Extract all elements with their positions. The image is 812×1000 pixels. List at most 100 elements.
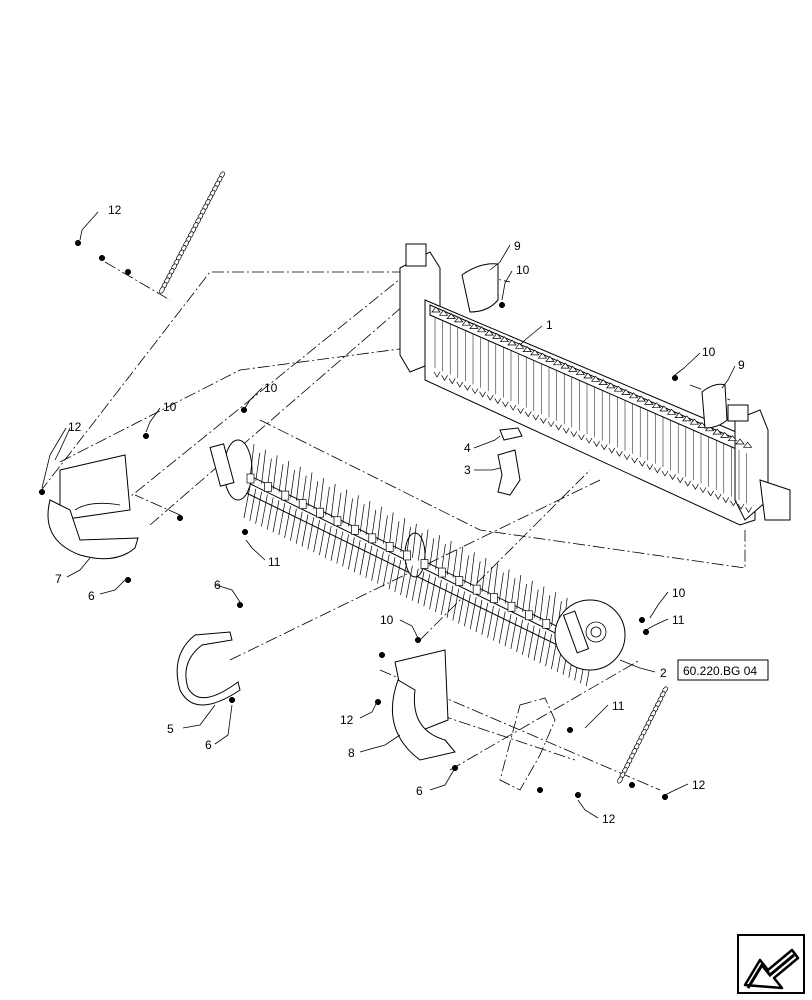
frame-tooth [727,435,738,442]
frame-tooth [598,379,608,385]
rotor-tine-lower [516,619,523,653]
frame-tooth [682,415,692,422]
next-page-arrow-icon[interactable] [737,934,805,994]
frame-tooth [583,372,593,379]
rotor-tine-lower [319,522,326,556]
rotor-tine-lower [452,588,460,621]
frame-tooth [476,326,487,333]
rotor-clamp [472,584,481,595]
callout-11-a: 11 [268,555,281,569]
frame-tooth [530,349,540,356]
rotor-tine-lower [498,611,506,644]
rotor-tine-lower [365,545,373,578]
frame-tooth-lower [471,388,479,395]
frame-tooth [697,421,707,428]
bolt [124,268,132,276]
rotor-tine-lower [487,605,494,638]
frame-tooth-lower [699,487,707,494]
bolt [38,488,46,496]
frame-tooth-lower [547,421,555,428]
frame-tooth-lower [714,493,722,500]
bolt [240,406,248,414]
rotor-tine-lower [266,497,274,530]
rotor-tine-lower [458,591,465,624]
rotor-clamp [333,516,342,527]
callout-11-b: 11 [672,613,685,627]
frame-tooth-lower [707,490,714,497]
frame-tooth-lower [631,457,638,464]
rotor-tine [325,487,330,516]
frame-tooth-lower [502,401,509,408]
frame-tooth-lower [593,441,600,447]
callout-12-d: 12 [602,812,616,826]
frame-tooth-lower [608,447,616,454]
frame-tooth [552,359,563,366]
rotor-clamp [351,524,359,535]
rotor-tine [475,561,481,590]
frame-tooth [499,336,510,343]
bolt [671,374,679,382]
frame-tooth-lower [540,418,547,424]
rotor-clamp [264,482,272,492]
rotor-tine-lower [336,531,344,564]
callout-8: 8 [348,746,355,760]
rotor-tine-lower [527,625,535,658]
bolt [241,528,249,536]
guard-plate-upper [461,263,499,313]
bolt [378,651,386,659]
rotor-tine [539,586,545,621]
rotor-tine [290,469,295,498]
rotor-tine [504,569,510,604]
rotor-clamp [403,550,411,561]
rotor-tine-lower [278,503,286,536]
callout-6-c: 6 [205,738,212,752]
rotor-clamp [246,473,255,484]
rotor-tine-lower [249,488,257,521]
frame-tooth-lower [676,477,684,484]
frame-tooth-lower [722,497,730,504]
frame-tooth [712,428,722,435]
frame-tooth [689,418,700,425]
callout-10-f: 10 [380,613,394,627]
rotor-tine [278,464,284,493]
bolt [228,696,236,704]
rotor-tine-lower [348,537,355,570]
callout-12-a: 12 [108,203,122,217]
bolt [176,514,184,522]
rotor-tine-lower [545,634,552,667]
rotor-tine-lower [301,514,309,547]
frame-teeth [431,306,753,513]
rotor-tine-lower [411,568,419,601]
rotor-tine-lower [388,557,396,590]
rotor-tine [493,563,498,598]
rotor-tine [261,449,266,484]
frame-tooth-lower [494,398,502,405]
rotor-tine-lower [522,622,529,655]
frame-tooth-lower [441,375,448,381]
reference-link[interactable]: 60.220.BG 04 [677,659,769,681]
frame-tooth [492,332,502,339]
rotor-tine [301,475,307,504]
rotor-tine-lower [353,540,361,573]
frame-tooth [651,402,662,409]
frame-tooth [742,441,753,448]
rotor-tine [284,461,290,496]
reference-label[interactable]: 60.220.BG 04 [683,664,757,678]
rotor-tine-lower [539,631,547,664]
rotor-tine-lower [272,500,280,533]
rotor-tine-lower [440,582,448,615]
chain-link [617,776,623,784]
callout-12-b: 12 [68,420,82,434]
rotor-tine [499,572,504,601]
rotor-tine [400,518,406,553]
rotor-tine [458,546,464,581]
rotor-tine-lower [243,485,251,519]
callout-10-c: 10 [264,381,278,395]
rotor-clamp [368,533,377,544]
rotor-tine [365,500,371,536]
rotor-tine [249,443,255,479]
callout-3: 3 [464,463,471,477]
rotor-tine-lower [417,571,425,604]
rotor-tine [383,515,388,544]
callout-6-d: 6 [416,784,423,798]
